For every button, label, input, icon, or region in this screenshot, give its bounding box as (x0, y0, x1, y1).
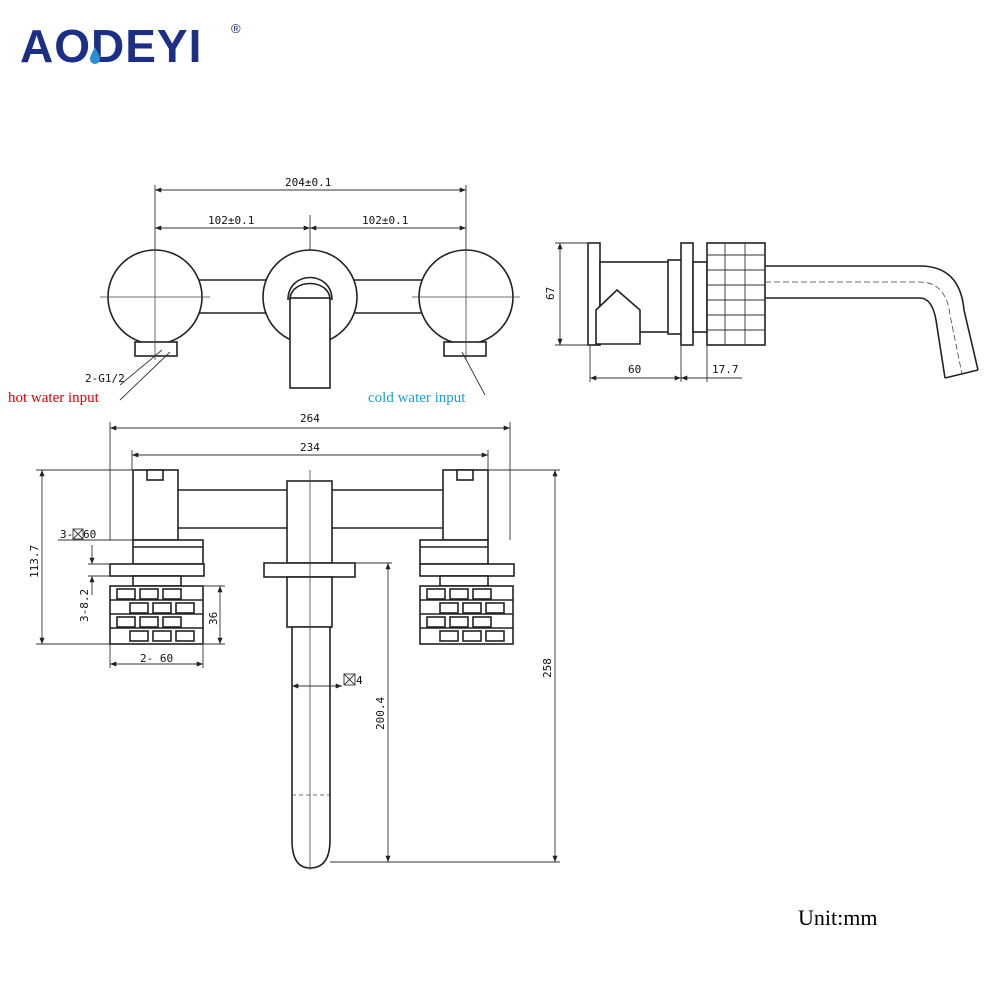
dim-left-height: 113.7 (28, 545, 41, 578)
dim-total-height: 258 (541, 658, 554, 678)
unit-label: Unit:mm (798, 905, 877, 930)
side-handle (706, 242, 766, 346)
spout-square-symbol-icon (343, 673, 356, 686)
dim-side-height: 67 (544, 287, 557, 300)
hot-water-label: hot water input (8, 390, 100, 406)
front-spout (291, 626, 331, 869)
thread-count: 3-8.2 (78, 589, 91, 622)
dim-handle-height: 36 (207, 612, 220, 625)
hot-inlet (134, 341, 178, 357)
dim-outer-width: 264 (300, 412, 320, 425)
registered-mark: ® (231, 21, 241, 36)
dim-center-width: 234 (300, 441, 320, 454)
square-callout-prefix: 3- (60, 528, 73, 541)
dim-body-length: 60 (628, 363, 641, 376)
dim-spout-length: 200.4 (374, 697, 387, 730)
dim-overall-width: 204±0.1 (285, 176, 331, 189)
front-view: 264 234 (28, 412, 560, 870)
side-view: 67 60 17.7 (544, 242, 979, 382)
dim-right-spacing: 102±0.1 (362, 214, 408, 227)
dim-left-spacing: 102±0.1 (208, 214, 254, 227)
brand-logo: AODEYI ® (20, 20, 241, 72)
hot-handle (109, 585, 204, 645)
square-callout-value: 60 (83, 528, 96, 541)
cold-water-label: cold water input (368, 390, 466, 406)
top-view: 204±0.1 102±0.1 102±0.1 2-G1/2 hot water… (8, 176, 520, 406)
water-drop-icon (90, 47, 100, 64)
spout-top (289, 297, 331, 389)
brand-name: AODEYI (20, 20, 202, 72)
dim-flange: 17.7 (712, 363, 739, 376)
square-symbol-icon (72, 528, 84, 540)
dim-handle-diameter: 2- 60 (140, 652, 173, 665)
cold-handle (419, 585, 514, 645)
thread-callout: 2-G1/2 (85, 372, 125, 385)
spout-square-value: 4 (356, 674, 363, 687)
cold-inlet (443, 341, 487, 357)
